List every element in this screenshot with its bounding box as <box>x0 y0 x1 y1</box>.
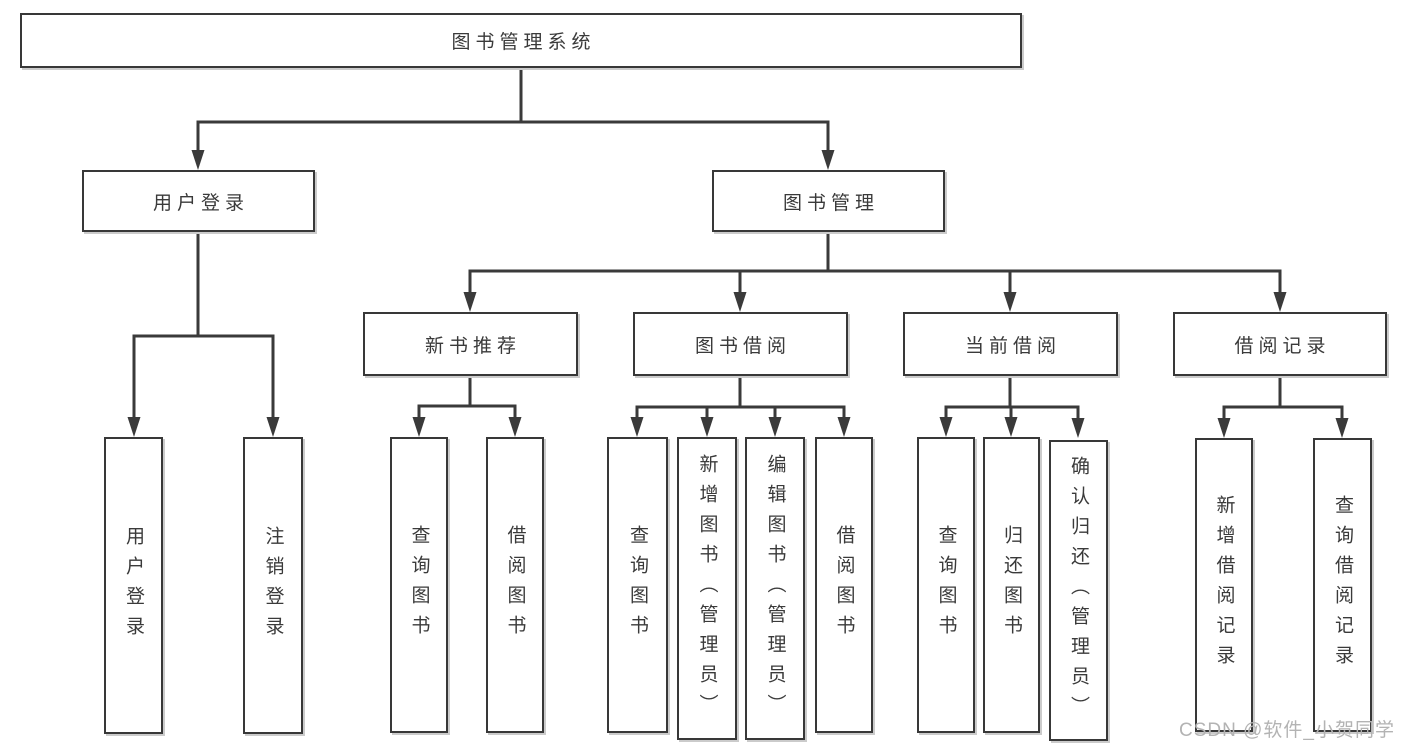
arrow-icon <box>127 417 141 437</box>
leaf-user-login: 用户登录 <box>104 437 163 734</box>
leaf-return-books: 归还图书 <box>983 437 1040 733</box>
leaf-query-books-current: 查询图书 <box>917 437 975 733</box>
connector-new-book <box>417 374 517 421</box>
arrow-icon <box>700 417 714 437</box>
arrow-icon <box>508 417 522 437</box>
connector-current-borrowing <box>944 374 1080 421</box>
connector-root <box>196 66 830 152</box>
arrow-icon <box>266 417 280 437</box>
arrow-icon <box>191 150 205 170</box>
leaf-add-book-admin: 新增图书（管理员） <box>677 437 737 740</box>
arrow-icon <box>1004 417 1018 437</box>
arrow-icon <box>630 417 644 437</box>
arrow-icon <box>821 150 835 170</box>
leaf-logout: 注销登录 <box>243 437 303 734</box>
arrow-icon <box>463 292 477 312</box>
arrow-icon <box>939 417 953 437</box>
leaf-query-books-recommend: 查询图书 <box>390 437 448 733</box>
leaf-add-borrow-record: 新增借阅记录 <box>1195 438 1253 732</box>
connector-user-login <box>132 230 275 421</box>
node-book-borrowing: 图书借阅 <box>633 312 848 376</box>
node-current-borrowing: 当前借阅 <box>903 312 1118 376</box>
arrow-icon <box>1217 418 1231 438</box>
connector-book-management <box>468 230 1282 296</box>
arrow-icon <box>1071 418 1085 438</box>
node-new-book-recommendation: 新书推荐 <box>363 312 578 376</box>
leaf-edit-book-admin: 编辑图书（管理员） <box>745 437 805 740</box>
arrow-icon <box>768 417 782 437</box>
leaf-borrow-books-borrowing: 借阅图书 <box>815 437 873 733</box>
leaf-confirm-return-admin: 确认归还（管理员） <box>1049 440 1108 741</box>
connector-book-borrowing <box>635 374 846 421</box>
node-user-login: 用户登录 <box>82 170 315 232</box>
node-borrowing-records: 借阅记录 <box>1173 312 1387 376</box>
arrow-icon <box>733 292 747 312</box>
arrow-icon <box>1335 418 1349 438</box>
node-book-management: 图书管理 <box>712 170 945 232</box>
connector-borrowing-records <box>1222 374 1344 422</box>
arrow-icon <box>1273 292 1287 312</box>
leaf-borrow-books-recommend: 借阅图书 <box>486 437 544 733</box>
arrow-icon <box>837 417 851 437</box>
leaf-query-books-borrowing: 查询图书 <box>607 437 668 733</box>
node-library-management-system: 图书管理系统 <box>20 13 1022 68</box>
csdn-watermark: CSDN @软件_小贺同学 <box>1179 720 1395 741</box>
arrow-icon <box>412 417 426 437</box>
arrow-icon <box>1003 292 1017 312</box>
leaf-query-borrow-record: 查询借阅记录 <box>1313 438 1372 732</box>
